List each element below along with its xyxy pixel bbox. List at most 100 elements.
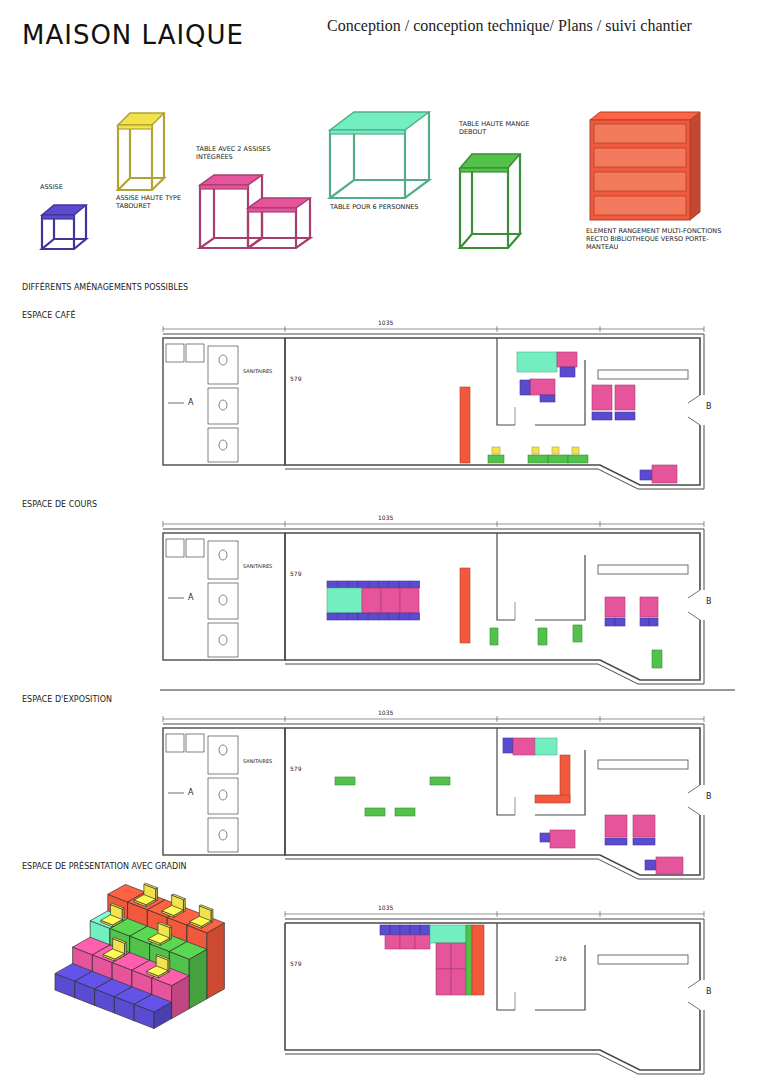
- sanitary-room: [208, 428, 238, 462]
- block-face: [189, 949, 207, 1008]
- furniture-drawing: [460, 154, 520, 248]
- furniture-piece: [368, 613, 378, 620]
- dimension-tick: [600, 911, 601, 917]
- door-leaf: [515, 407, 516, 425]
- dimension-line: [285, 914, 704, 915]
- dimension-line: [163, 524, 704, 525]
- furniture-piece: [640, 597, 658, 617]
- section-marker-label: B: [706, 402, 712, 412]
- sanitary-room: [186, 734, 204, 752]
- block-face: [144, 883, 158, 889]
- furniture-piece: [615, 618, 625, 626]
- door-leaf: [688, 417, 700, 425]
- furniture-piece: [348, 581, 358, 588]
- block-face: [148, 933, 170, 943]
- table-top: [200, 175, 262, 185]
- frame-leg: [199, 185, 201, 248]
- toilet-symbol: [219, 635, 227, 645]
- dimension-tick: [285, 716, 286, 722]
- block-face: [190, 916, 212, 926]
- dimension: 1035: [378, 319, 393, 326]
- furniture-label: TABLE HAUTE MANGE DEBOUT: [459, 121, 539, 137]
- shelf-compartment: [594, 172, 686, 191]
- furniture-piece: [365, 808, 385, 816]
- furniture-piece: [395, 808, 415, 816]
- dimension-line: [163, 329, 704, 330]
- block-face: [101, 915, 123, 925]
- section-marker: [168, 793, 184, 794]
- block-face: [134, 994, 171, 1012]
- furniture-piece: [540, 833, 550, 842]
- counter: [598, 760, 688, 769]
- door-leaf: [515, 797, 516, 815]
- block-face: [158, 922, 172, 928]
- furniture-piece: [400, 588, 419, 613]
- frame-leg: [151, 125, 153, 190]
- counter: [598, 565, 688, 574]
- wall: [704, 724, 705, 785]
- furniture-piece: [520, 380, 530, 395]
- furniture-piece: [605, 815, 627, 837]
- furniture-piece: [460, 568, 470, 643]
- furniture-piece: [409, 613, 419, 620]
- dimension-tick: [285, 326, 286, 332]
- furniture-piece: [436, 943, 451, 969]
- furniture-drawing: [330, 112, 429, 198]
- floor-plan: [163, 521, 704, 684]
- furniture-piece: [385, 935, 400, 949]
- table-edge: [42, 215, 74, 219]
- furniture-piece: [389, 613, 399, 620]
- frame-leg: [41, 215, 43, 249]
- furniture-piece: [390, 925, 400, 935]
- toilet-symbol: [219, 830, 227, 840]
- furniture-piece: [327, 581, 337, 588]
- dimension-tick: [163, 326, 164, 332]
- furniture-piece: [552, 447, 559, 454]
- dimension-tick: [497, 911, 498, 917]
- sanitary-room: [208, 541, 238, 579]
- door-leaf: [688, 612, 700, 620]
- sanitary-block: [163, 338, 285, 465]
- title: MAISON LAIQUE: [22, 20, 244, 51]
- furniture-piece: [337, 613, 347, 620]
- sanitary-room: [208, 818, 238, 852]
- frame-leg: [428, 112, 430, 180]
- wall: [163, 529, 704, 530]
- block-face: [156, 955, 170, 961]
- furniture-piece: [415, 935, 430, 949]
- wall: [285, 533, 700, 680]
- sanitary-room: [208, 388, 238, 424]
- wall: [704, 334, 705, 395]
- floor-plan: [163, 326, 704, 489]
- floor-plan: [163, 716, 704, 879]
- section-heading: ESPACE D'EXPOSITION: [22, 695, 112, 705]
- toilet-symbol: [219, 745, 227, 755]
- dimension: 579: [290, 960, 301, 967]
- furniture-piece: [615, 412, 635, 420]
- furniture-piece: [430, 925, 466, 943]
- table-edge: [200, 185, 248, 189]
- wall: [285, 620, 704, 684]
- wall: [285, 338, 700, 485]
- dimension-tick: [285, 521, 286, 527]
- wall: [497, 923, 515, 1010]
- dimension-tick: [497, 326, 498, 332]
- furniture-piece: [368, 581, 378, 588]
- dimension-tick: [600, 326, 601, 332]
- wall: [704, 529, 705, 590]
- sanitary-block: [163, 533, 285, 660]
- sanitary-room: [166, 539, 184, 557]
- furniture-piece: [466, 925, 472, 995]
- wall: [285, 923, 700, 1070]
- frame-leg: [295, 208, 297, 248]
- sanitary-room: [166, 344, 184, 362]
- counter: [598, 955, 688, 964]
- frame-leg: [73, 215, 75, 249]
- furniture-piece: [380, 925, 390, 935]
- wall: [497, 728, 515, 815]
- toilet-symbol: [219, 550, 227, 560]
- section-marker-label: A: [188, 398, 193, 408]
- dimension: 276: [555, 955, 566, 962]
- frame-edge: [42, 239, 86, 249]
- sanitary-room: [208, 736, 238, 774]
